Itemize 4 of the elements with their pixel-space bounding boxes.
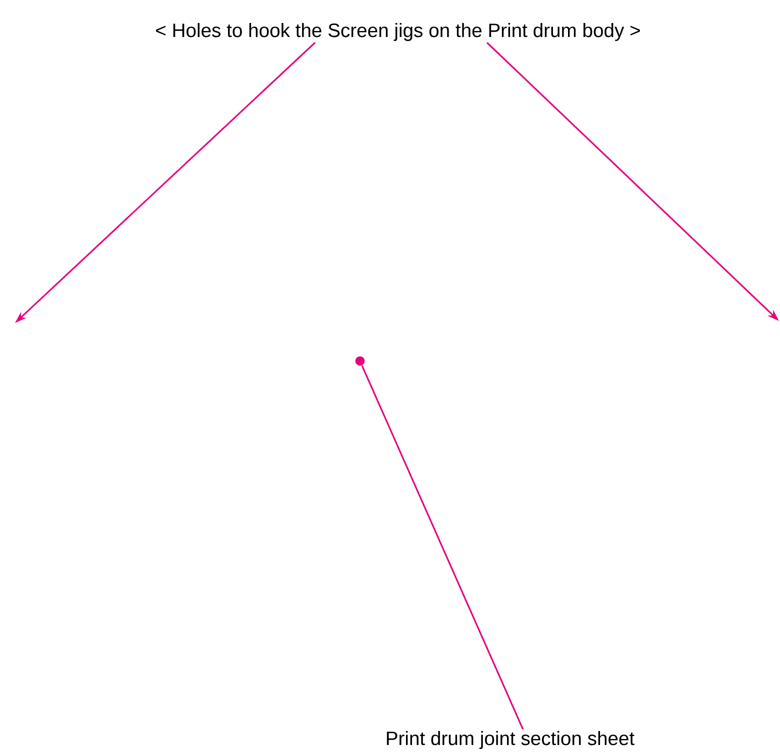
callout-text: Print drum joint section sheet xyxy=(386,731,634,750)
leader-line xyxy=(361,365,524,730)
callout-text: < Holes to hook the Screen jigs on the Print drum body > xyxy=(156,23,640,42)
dot-marker xyxy=(355,356,365,366)
